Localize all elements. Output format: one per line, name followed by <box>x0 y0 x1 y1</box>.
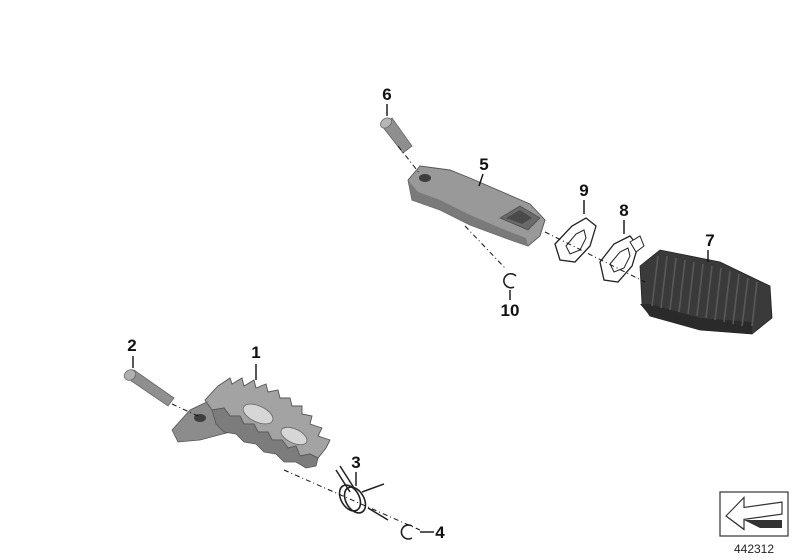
part-4-clip <box>400 524 413 540</box>
part-7-rubber-peg <box>639 249 773 335</box>
callout-8: 8 <box>619 201 628 220</box>
part-9-plate <box>554 217 597 263</box>
callout-7: 7 <box>705 231 714 250</box>
part-2-bolt <box>123 369 175 407</box>
callout-10: 10 <box>501 301 520 320</box>
assembly-axis-lines <box>171 145 646 531</box>
part-6-bolt <box>380 117 413 154</box>
part-8-plate <box>599 235 645 283</box>
callout-5: 5 <box>479 155 488 174</box>
callout-6: 6 <box>382 85 391 104</box>
callouts: 1 2 3 4 5 6 7 8 9 10 <box>127 85 714 542</box>
callout-2: 2 <box>127 336 136 355</box>
part-10-clip <box>503 272 517 289</box>
reference-number: 442312 <box>734 542 774 556</box>
orientation-arrow-icon <box>725 496 783 531</box>
part-1-footpeg <box>171 377 331 469</box>
callout-1: 1 <box>251 343 260 362</box>
callout-9: 9 <box>579 181 588 200</box>
callout-4: 4 <box>435 523 445 542</box>
part-5-bracket <box>407 165 546 247</box>
part-3-spring <box>335 465 389 521</box>
orientation-box <box>719 491 789 537</box>
callout-3: 3 <box>351 453 360 472</box>
leader-lines <box>132 104 709 533</box>
